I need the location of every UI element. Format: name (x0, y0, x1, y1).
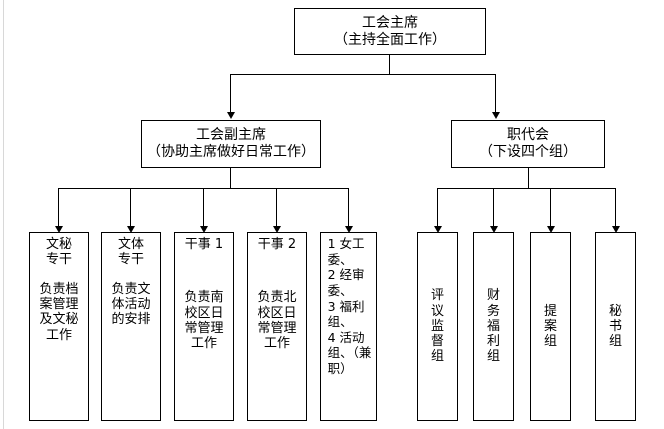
connector-drop-officer-2 (276, 188, 277, 228)
arrow-officer-2 (272, 226, 281, 233)
arrow-officer-1 (199, 226, 208, 233)
secretary-clerk-title: 文秘 专干 (45, 237, 72, 268)
proposal-group-title: 提 案 组 (543, 303, 557, 350)
vice-chairman-line-2: （协助主席做好日常工作） (147, 144, 315, 160)
node-finance-welfare-group: 财 务 福 利 组 (473, 232, 514, 421)
connector-level2-bus (230, 74, 495, 75)
node-officer-2: 干事 2 负责北 校区日 常管理 工作 (247, 232, 307, 421)
connector-drop-review-supervision-group (437, 188, 438, 228)
chairman-line-2: （主持全面工作） (334, 31, 446, 48)
arrow-to-vice-chairman (226, 112, 235, 119)
connector-to-vice-chairman (230, 74, 231, 112)
connector-drop-committees-list (348, 188, 349, 228)
node-staff-congress: 职代会 （下设四个组） (451, 120, 605, 168)
secretariat-group-title: 秘 书 组 (608, 303, 622, 350)
connector-to-staff-congress (495, 74, 496, 112)
connector-staff-congress-stem (528, 168, 529, 188)
arrow-review-supervision-group (433, 226, 442, 233)
connector-drop-proposal-group (550, 188, 551, 228)
arrow-proposal-group (546, 226, 555, 233)
review-supervision-group-title: 评 议 监 督 组 (430, 288, 444, 365)
node-secretariat-group: 秘 书 组 (595, 232, 636, 421)
officer-1-title: 干事 1 (184, 237, 224, 252)
connector-drop-finance-welfare-group (493, 188, 494, 228)
node-vice-chairman: 工会副主席 （协助主席做好日常工作） (141, 120, 321, 168)
arrow-secretary-clerk (54, 226, 63, 233)
vice-chairman-line-1: 工会副主席 (196, 127, 266, 144)
node-chairman: 工会主席 （主持全面工作） (294, 8, 486, 55)
connector-drop-culture-sports-clerk (130, 188, 131, 228)
chairman-line-1: 工会主席 (362, 14, 418, 31)
connector-chairman-stem (389, 55, 390, 74)
node-officer-1: 干事 1 负责南 校区日 常管理 工作 (174, 232, 234, 421)
staff-congress-line-2: （下设四个组） (479, 144, 577, 160)
committees-list-title: 1 女工 委、 2 经审 委、 3 福利 组、 4 活动 组、（兼 职） (327, 236, 372, 376)
arrow-finance-welfare-group (489, 226, 498, 233)
connector-staff-congress-bus (437, 188, 615, 189)
page-margin-rule (3, 0, 4, 429)
node-committees-list: 1 女工 委、 2 经审 委、 3 福利 组、 4 活动 组、（兼 职） (320, 232, 377, 421)
culture-sports-clerk-title: 文体 专干 (117, 237, 144, 268)
culture-sports-clerk-desc: 负责文 体活动 的安排 (111, 281, 151, 328)
node-culture-sports-clerk: 文体 专干 负责文 体活动 的安排 (101, 232, 161, 421)
connector-drop-officer-1 (203, 188, 204, 228)
officer-2-desc: 负责北 校区日 常管理 工作 (257, 290, 297, 352)
secretary-clerk-desc: 负责档 案管理 及文秘 工作 (39, 281, 79, 343)
staff-congress-line-1: 职代会 (507, 127, 549, 144)
node-proposal-group: 提 案 组 (530, 232, 571, 421)
arrow-secretariat-group (611, 226, 620, 233)
finance-welfare-group-title: 财 务 福 利 组 (486, 288, 500, 365)
node-review-supervision-group: 评 议 监 督 组 (417, 232, 458, 421)
connector-drop-secretary-clerk (58, 188, 59, 228)
connector-drop-secretariat-group (615, 188, 616, 228)
officer-2-title: 干事 2 (257, 237, 297, 252)
officer-1-desc: 负责南 校区日 常管理 工作 (184, 290, 224, 352)
connector-vice-chairman-stem (230, 168, 231, 188)
arrow-culture-sports-clerk (126, 226, 135, 233)
arrow-to-staff-congress (491, 112, 500, 119)
arrow-committees-list (344, 226, 353, 233)
node-secretary-clerk: 文秘 专干 负责档 案管理 及文秘 工作 (29, 232, 89, 421)
